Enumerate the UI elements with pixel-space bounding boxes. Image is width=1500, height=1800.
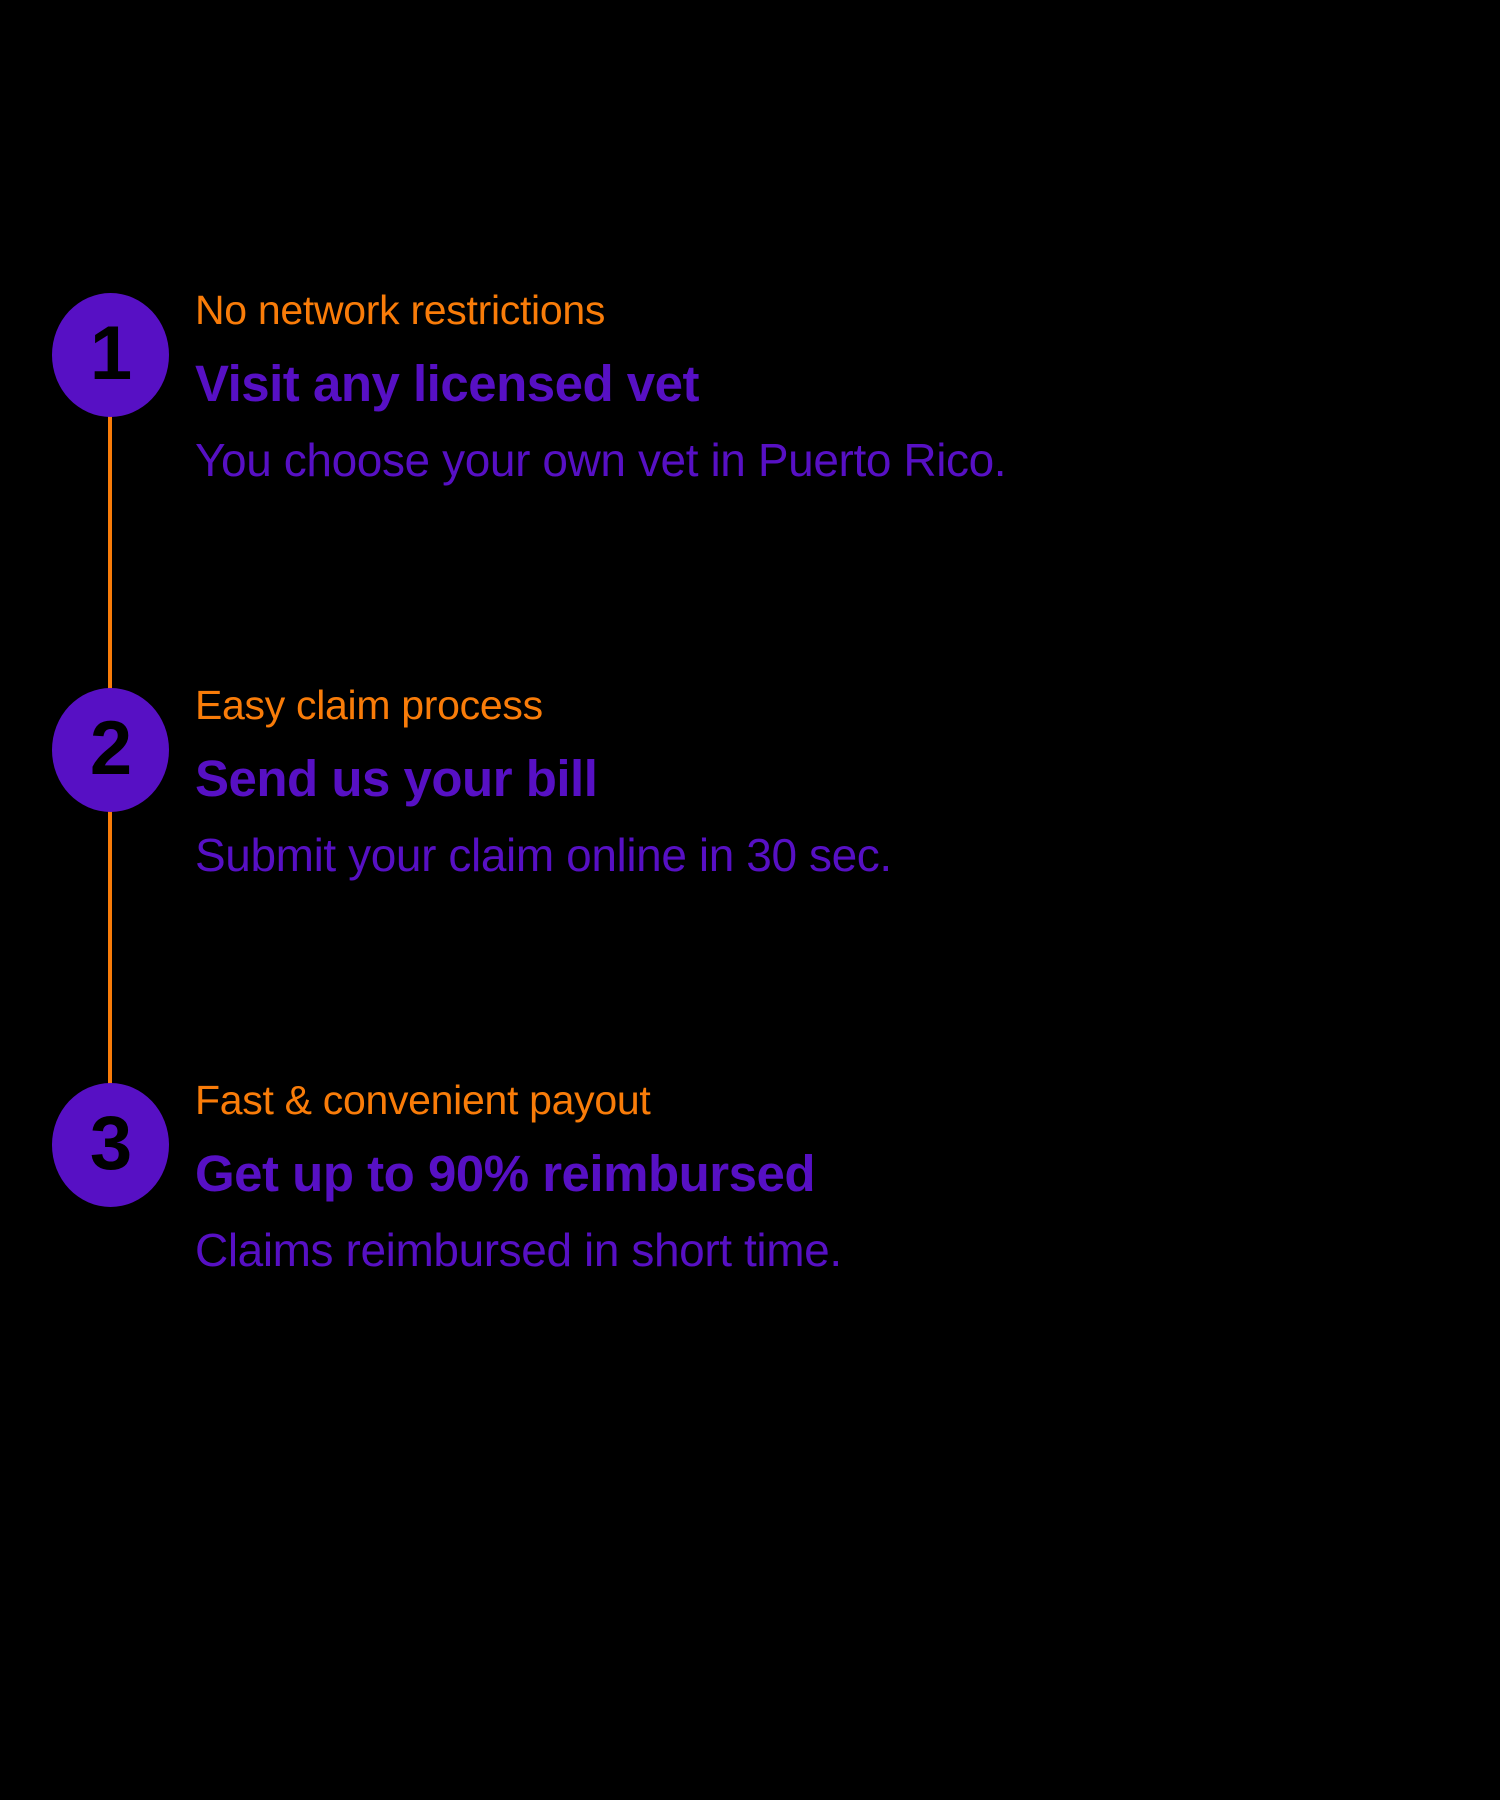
step-description-1: You choose your own vet in Puerto Rico.: [195, 434, 1007, 486]
step-number-label-3: 3: [89, 1100, 132, 1186]
step-eyebrow-3: Fast & convenient payout: [195, 1077, 651, 1123]
step-headline-3: Get up to 90% reimbursed: [195, 1145, 815, 1202]
step-marker-wrap-1: 1: [0, 290, 195, 520]
step-number-badge-3: 3: [52, 1083, 169, 1207]
step-item-3: 3 Fast & convenient payout Get up to 90%…: [0, 1080, 1500, 1310]
step-headline-1: Visit any licensed vet: [195, 355, 699, 412]
step-marker-wrap-3: 3: [0, 1080, 195, 1310]
step-marker-wrap-2: 2: [0, 685, 195, 915]
step-number-label-2: 2: [89, 705, 132, 791]
step-number-label-1: 1: [89, 310, 132, 396]
step-content-3: Fast & convenient payout Get up to 90% r…: [195, 1077, 1500, 1276]
step-item-2: 2 Easy claim process Send us your bill S…: [0, 685, 1500, 915]
step-content-1: No network restrictions Visit any licens…: [195, 287, 1500, 486]
step-content-2: Easy claim process Send us your bill Sub…: [195, 682, 1500, 881]
step-description-2: Submit your claim online in 30 sec.: [195, 829, 892, 881]
step-description-3: Claims reimbursed in short time.: [195, 1224, 842, 1276]
step-headline-2: Send us your bill: [195, 750, 598, 807]
step-eyebrow-2: Easy claim process: [195, 682, 543, 728]
step-number-badge-2: 2: [52, 688, 169, 812]
step-eyebrow-1: No network restrictions: [195, 287, 606, 333]
step-item-1: 1 No network restrictions Visit any lice…: [0, 290, 1500, 520]
step-number-badge-1: 1: [52, 293, 169, 417]
